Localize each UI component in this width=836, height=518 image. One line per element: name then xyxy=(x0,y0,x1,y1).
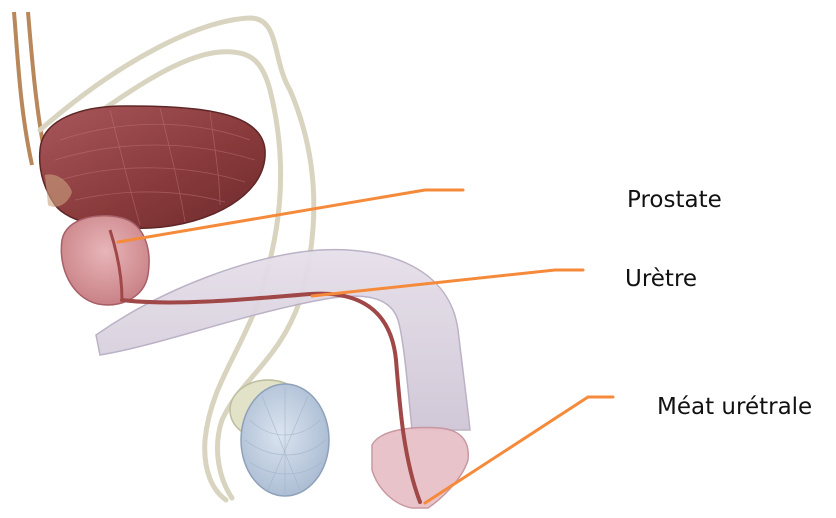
glans xyxy=(372,428,468,508)
testis xyxy=(230,380,329,496)
prostate xyxy=(61,216,149,305)
bladder xyxy=(40,106,265,228)
label-prostate: Prostate xyxy=(627,187,722,213)
label-meat-uretral: Méat urétrale xyxy=(657,394,812,420)
label-uretre: Urètre xyxy=(625,266,697,292)
leader-lines xyxy=(118,190,613,503)
